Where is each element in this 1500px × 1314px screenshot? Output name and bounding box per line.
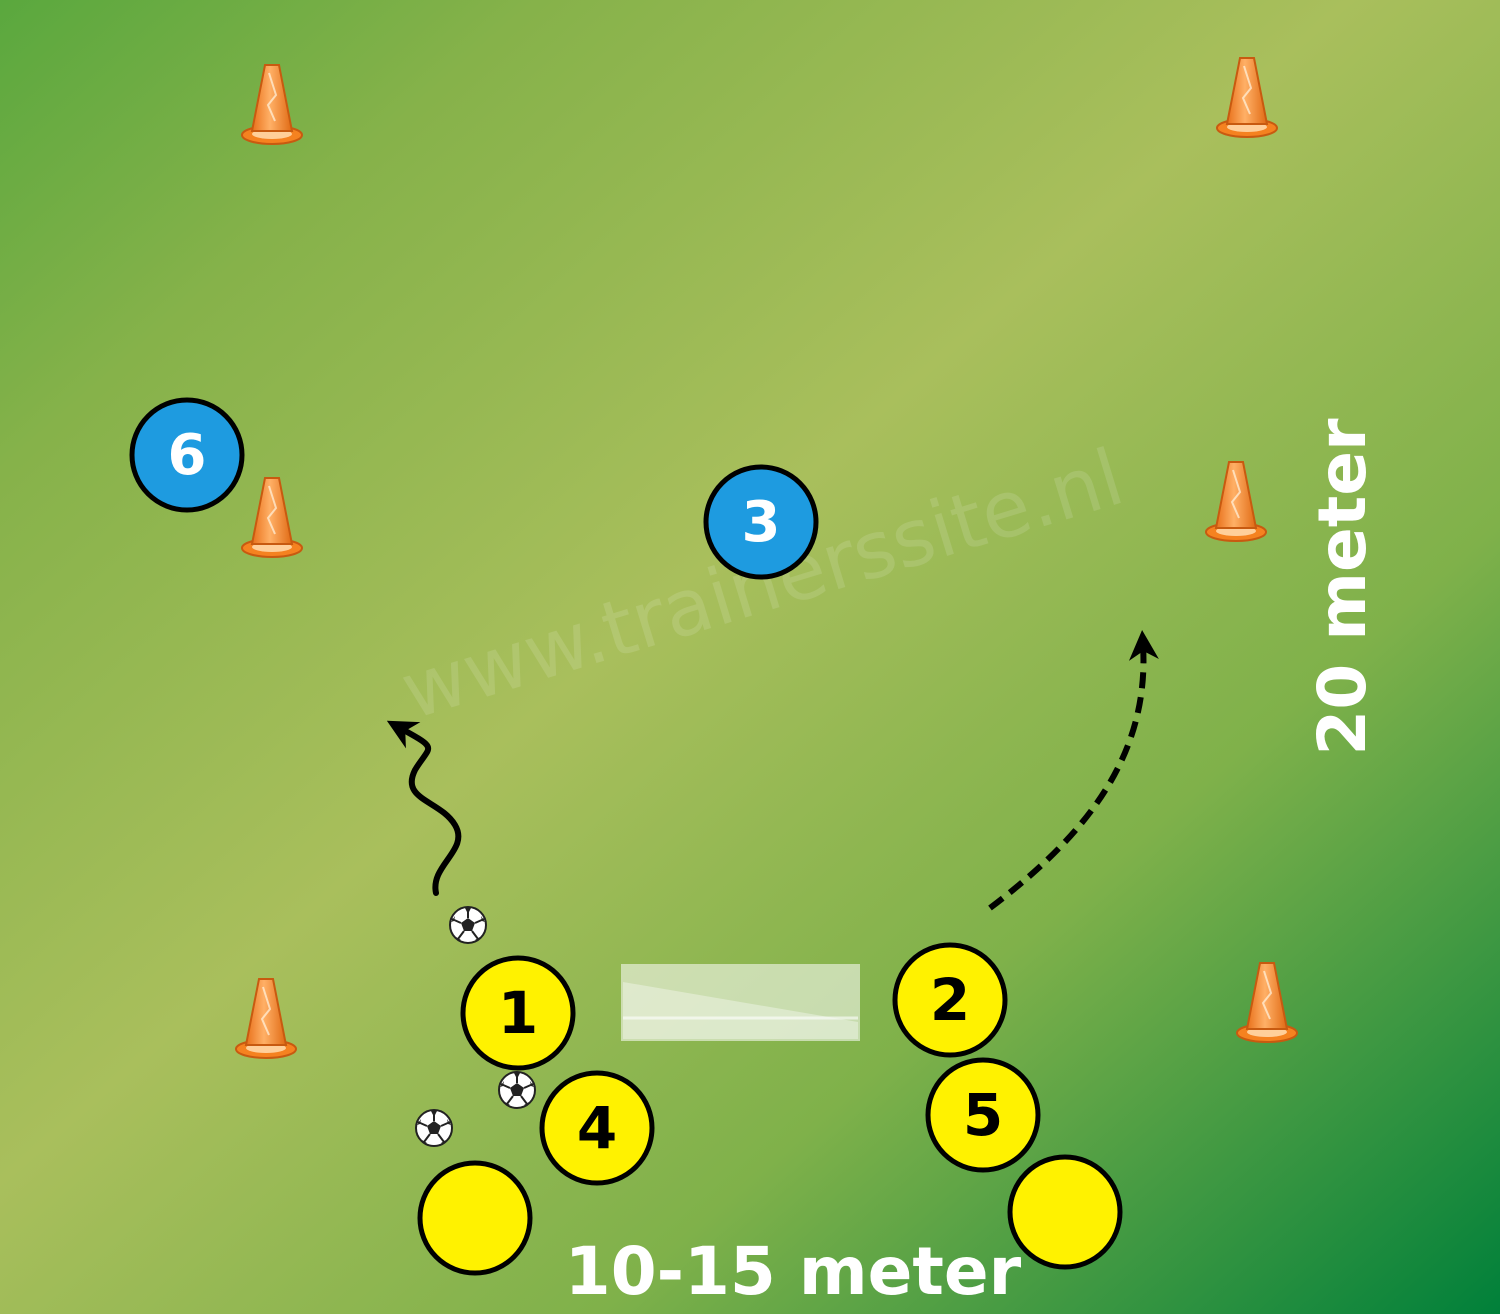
defender-3: 3 (703, 464, 819, 580)
attacker-unnumbered-right (1007, 1154, 1123, 1270)
attacker-1: 1 (460, 955, 576, 1071)
attacker-unnumbered-left (417, 1160, 533, 1276)
width-dimension-label: 10-15 meter (565, 1233, 1022, 1310)
attacker-2-number: 2 (930, 966, 970, 1034)
run-arrow (988, 630, 1159, 911)
defender-3-number: 3 (742, 490, 781, 555)
ball-3 (415, 1109, 453, 1147)
attacker-5: 5 (925, 1057, 1041, 1173)
attacker-4: 4 (539, 1070, 655, 1186)
ball-2 (498, 1071, 536, 1109)
attacker-1-number: 1 (498, 979, 538, 1047)
ball-1 (449, 906, 487, 944)
dribble-arrow (386, 720, 462, 896)
mini-goal (621, 964, 860, 1041)
attacker-4-number: 4 (577, 1094, 617, 1162)
defender-6-number: 6 (168, 423, 207, 488)
defender-6: 6 (129, 397, 245, 513)
attacker-2: 2 (892, 942, 1008, 1058)
length-dimension-label: 20 meter (1304, 418, 1381, 756)
attacker-5-number: 5 (963, 1081, 1003, 1149)
